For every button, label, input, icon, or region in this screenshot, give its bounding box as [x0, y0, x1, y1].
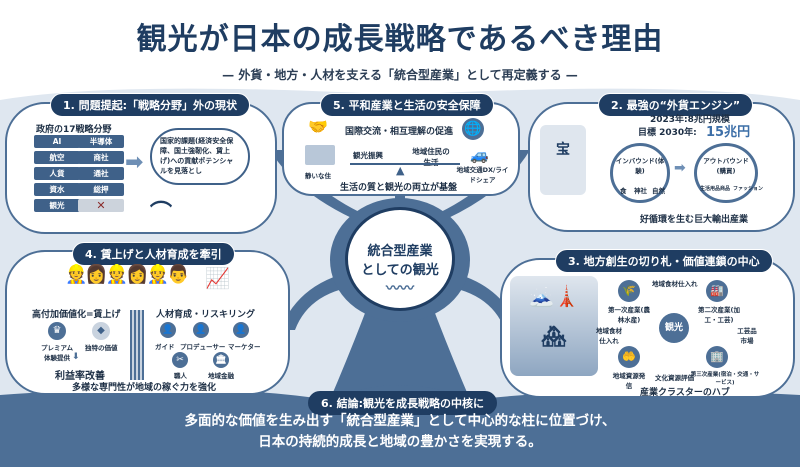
unique-value-label: 独特の価値 [85, 344, 118, 352]
strategy-tag-tourism: 観光 [34, 199, 80, 212]
bridge-icon: ⌒ [150, 201, 173, 226]
link-label: 文化資源評価 [655, 374, 694, 382]
bank-icon: 🏛 [213, 352, 229, 368]
center-line2: としての観光 [361, 263, 439, 278]
guide-icon: 👤 [160, 322, 176, 338]
node-tertiary: 第三次産業(宿泊・交通・サービス) [690, 372, 760, 386]
street-label: 静いな住 [305, 172, 331, 180]
panel-problem-header: 1. 問題提起:「戦略分野」外の現状 [50, 93, 251, 117]
balance-fulcrum-icon: ▲ [396, 164, 405, 177]
workers-illustration: 👷👩👷👩👷👨 [65, 264, 189, 285]
excluded-cross-icon: ✕ [78, 199, 124, 212]
role-label: 地域金融 [208, 372, 234, 380]
strategy-tag: 資水 [34, 183, 80, 196]
ship-icon: 宝 [540, 125, 586, 195]
link-label: 地域食材仕入れ [652, 280, 698, 288]
arrow-right-icon: ➡ [125, 150, 144, 175]
outbound-item: ファッション [733, 186, 764, 192]
panel-foreign-currency-header: 2. 最強の“外貨エンジン” [598, 93, 754, 117]
scale-left-label: 観光振興 [353, 151, 383, 160]
producer-icon: 👤 [193, 322, 209, 338]
wages-right-title: 人材育成・リスキリング [156, 310, 256, 320]
car-icon: 🚙 [470, 146, 489, 164]
pillar-icon [130, 310, 144, 380]
conclusion-text: 多面的な価値を生み出す「統合型産業」として中心的な柱に位置づけ、 日本の持続的成… [0, 408, 800, 453]
inbound-label: インバウンド(体験) [615, 157, 665, 175]
profit-improvement: 利益率改善 [55, 371, 105, 382]
premium-label: プレミアム体験提供 [40, 344, 74, 362]
node-primary: 第一次産業(農林水産) [608, 306, 650, 324]
role-label: ガイド [155, 343, 175, 351]
panel-regional-footer: 産業クラスターのハブ [640, 388, 730, 398]
page-subtitle: — 外貨・地方・人材を支える「統合型産業」として再定義する — [222, 68, 578, 82]
down-arrow-icon: ⬇ [72, 352, 80, 362]
outbound-item: 生活用品 [700, 186, 721, 192]
car-label: 地域交通DX/ライドシェア [456, 166, 509, 184]
panel-peace-footer: 生活の質と観光の両立が基盤 [340, 183, 458, 193]
role-label: 職人 [174, 372, 187, 380]
exchange-text: 国際交流・相互理解の促進 [345, 127, 454, 137]
inbound-cycle [610, 143, 670, 203]
strategy-tag: 商社 [78, 151, 124, 164]
inbound-item-shrine: 神社 [634, 187, 647, 195]
wave-icon: 〰〰 [386, 281, 414, 297]
globe-icon: 🌐 [462, 118, 484, 140]
target-2030-value: 15兆円 [706, 125, 751, 140]
secondary-industry-icon: 🏭 [706, 280, 728, 302]
primary-industry-icon: 🌾 [618, 280, 640, 302]
street-icon [305, 145, 335, 165]
village-illustration: 🗻🗼🏘 [510, 276, 598, 376]
outbound-cycle [694, 143, 758, 203]
handshake-icon: 🤝 [308, 117, 328, 136]
role-label: マーケター [228, 343, 261, 351]
growth-chart-icon: 📈 [205, 266, 230, 290]
marketer-icon: 👤 [233, 322, 249, 338]
center-emblem: 統合型産業 としての観光 〰〰 [345, 207, 455, 311]
outbound-label: アウトバウンド(購買) [703, 157, 749, 175]
node-secondary: 第二次産業(加工・工芸) [698, 306, 740, 324]
conclusion-line2: 日本の持続的成長と地域の豊かさを実現する。 [258, 434, 542, 450]
panel-wages-footer: 多様な専門性が地域の稼ぐ力を強化 [72, 383, 217, 393]
strategy-tag: 半導体 [78, 135, 124, 148]
strategy-tag: 通社 [78, 167, 124, 180]
inbound-item-nature: 自然 [652, 187, 665, 195]
page-title: 観光が日本の成長戦略であるべき理由 [136, 22, 664, 57]
strategy-tag: 総押 [78, 183, 124, 196]
thought-bubble: 国家的課題(経済安全保障、国土強靭化、賃上げ)への貢献ポテンシャルを見落とし [150, 128, 250, 185]
strategy-tag: 航空 [34, 151, 80, 164]
tourism-hub: 観光 [659, 313, 689, 343]
conclusion-line1: 多面的な価値を生み出す「統合型産業」として中心的な柱に位置づけ、 [184, 413, 616, 429]
scale-right-label: 地域住民の生活 [412, 147, 450, 167]
panel-regional-header: 3. 地方創生の切り札・価値連鎖の中心 [555, 249, 773, 273]
link-label: 工芸品市場 [737, 327, 757, 345]
strategy-list-title: 政府の17戦略分野 [36, 125, 112, 135]
craftsman-icon: ✂ [172, 352, 188, 368]
panel-wages-header: 4. 賃上げと人材育成を牽引 [72, 242, 235, 266]
crown-icon: ♛ [48, 322, 66, 340]
center-line1: 統合型産業 [367, 244, 433, 259]
inbound-item-food: 食 [620, 187, 627, 195]
panel-foreign-currency-footer: 好循環を生む巨大輸出産業 [640, 215, 749, 225]
node-resource: 地域資源発信 [612, 372, 646, 390]
diamond-icon: ◆ [92, 322, 110, 340]
figure-2023: 2023年:8兆円規模 [650, 115, 730, 125]
tertiary-industry-icon: 🏢 [706, 346, 728, 368]
panel-peace-header: 5. 平和産業と生活の安全保障 [320, 93, 494, 117]
wages-left-title: 高付加価値化=賃上げ [32, 310, 121, 320]
conclusion-header: 6. 結論:観光を成長戦略の中核に [308, 391, 498, 415]
cycle-arrow-icon: ➡ [674, 160, 686, 176]
target-2030-label: 目標 2030年: [638, 128, 697, 138]
strategy-tag: 人貨 [34, 167, 80, 180]
link-label: 地域食材仕入れ [596, 327, 622, 345]
role-label: プロデューサー [180, 343, 226, 351]
outbound-item: 商品 [720, 186, 731, 192]
resource-icon: 🤲 [618, 346, 640, 368]
balance-beam [350, 163, 460, 165]
strategy-tag: AI [34, 135, 80, 148]
